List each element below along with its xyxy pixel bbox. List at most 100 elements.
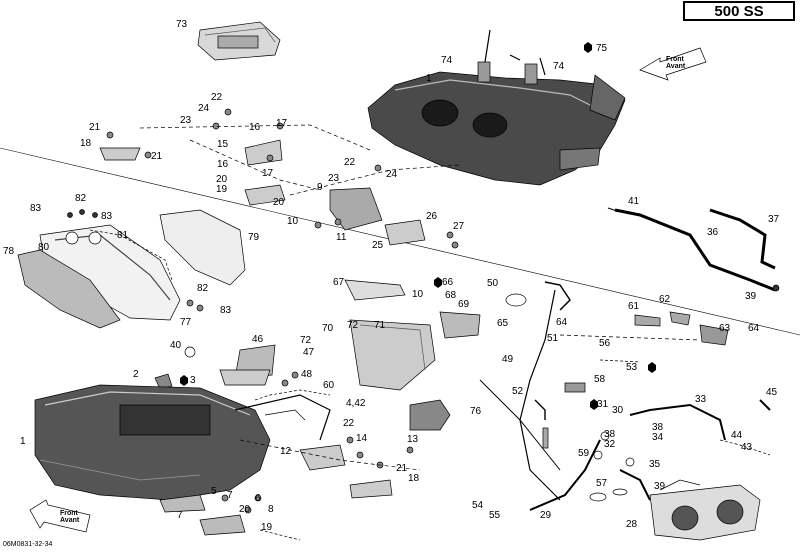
callout-label: 3 bbox=[190, 375, 196, 386]
callout-label: 1 bbox=[426, 73, 432, 84]
drawing-id: 06M0831-32-34 bbox=[3, 541, 53, 548]
callout-label: 9 bbox=[317, 182, 323, 193]
callout-label: 65 bbox=[497, 318, 509, 329]
callout-label: 35 bbox=[649, 459, 661, 470]
callout-label: 72 bbox=[347, 320, 359, 331]
callout-label: 83 bbox=[30, 203, 42, 214]
lower-bracket-drawings bbox=[159, 436, 421, 541]
callout-label: 54 bbox=[472, 500, 484, 511]
callout-label: 80 bbox=[38, 242, 50, 253]
callout-label: 23 bbox=[180, 115, 192, 126]
callout-label: 75 bbox=[596, 43, 608, 54]
callout-label: 20 bbox=[273, 197, 285, 208]
callout-label: 64 bbox=[556, 317, 568, 328]
callout-label: 18 bbox=[408, 473, 420, 484]
callout-label: 34 bbox=[652, 432, 664, 443]
callout-label: 17 bbox=[276, 118, 288, 129]
callout-label: 52 bbox=[512, 386, 524, 397]
callout-label: 15 bbox=[217, 139, 229, 150]
ecu-module-drawing bbox=[197, 21, 281, 61]
front-label-bottom: Front Avant bbox=[60, 510, 79, 524]
torque-markers bbox=[180, 42, 656, 410]
callout-label: 22 bbox=[343, 418, 355, 429]
callout-label: 5 bbox=[211, 486, 217, 497]
callout-label: 7 bbox=[227, 490, 233, 501]
front-label-bottom-fr: Avant bbox=[60, 517, 80, 524]
callout-label: 68 bbox=[445, 290, 457, 301]
callout-label: 21 bbox=[151, 151, 163, 162]
callout-label: 57 bbox=[596, 478, 608, 489]
callout-label: 14 bbox=[356, 433, 368, 444]
callout-label: 83 bbox=[101, 211, 113, 222]
callout-label: 32 bbox=[604, 439, 616, 450]
callout-label: 8 bbox=[268, 504, 274, 515]
callout-label: 1 bbox=[20, 436, 26, 447]
callout-label: 74 bbox=[441, 55, 453, 66]
callout-label: 79 bbox=[248, 232, 260, 243]
callout-label: 31 bbox=[597, 399, 609, 410]
callout-label: 28 bbox=[626, 519, 638, 530]
callout-label: 66 bbox=[442, 277, 454, 288]
callout-label: 58 bbox=[594, 374, 606, 385]
callout-label: 38 bbox=[652, 422, 664, 433]
callout-label: 11 bbox=[336, 232, 347, 243]
callout-label: 36 bbox=[707, 227, 719, 238]
callout-label: 82 bbox=[75, 193, 87, 204]
callout-label: 18 bbox=[80, 138, 92, 149]
callout-label: 78 bbox=[3, 246, 15, 257]
callout-label: 48 bbox=[301, 369, 313, 380]
callout-label: 76 bbox=[470, 406, 482, 417]
callout-label: 56 bbox=[599, 338, 611, 349]
callout-label: 74 bbox=[553, 61, 565, 72]
callout-label: 22 bbox=[344, 157, 356, 168]
front-label-top: Front Avant bbox=[666, 56, 685, 70]
front-arrow-bottom-drawing bbox=[29, 499, 91, 533]
callout-label: 62 bbox=[659, 294, 671, 305]
callout-label: 38 bbox=[604, 429, 616, 440]
callout-label: 27 bbox=[453, 221, 465, 232]
callout-label: 69 bbox=[458, 299, 470, 310]
callout-label: 77 bbox=[180, 317, 192, 328]
callout-label: 24 bbox=[386, 169, 398, 180]
callout-label: 23 bbox=[328, 173, 340, 184]
throttle-body-drawing bbox=[649, 479, 761, 541]
callout-label: 72 bbox=[300, 335, 312, 346]
front-label-top-fr: Avant bbox=[666, 63, 686, 70]
callout-label: 10 bbox=[287, 216, 299, 227]
callout-label: 20 bbox=[216, 174, 228, 185]
callout-label: 6 bbox=[255, 493, 261, 504]
callout-label: 21 bbox=[89, 122, 101, 133]
callout-label: 33 bbox=[695, 394, 707, 405]
callout-label: 40 bbox=[170, 340, 182, 351]
fuel-system-drawings bbox=[154, 279, 729, 393]
callout-label: 26 bbox=[426, 211, 438, 222]
upper-bracket-drawings bbox=[99, 108, 461, 249]
callout-label: 45 bbox=[766, 387, 778, 398]
callout-label: 81 bbox=[117, 230, 129, 241]
front-label-bottom-en: Front bbox=[60, 510, 78, 517]
callout-label: 16 bbox=[249, 122, 261, 133]
callout-label: 10 bbox=[412, 289, 424, 300]
throttle-cable-drawings bbox=[409, 289, 771, 511]
callout-label: 4,42 bbox=[346, 398, 366, 409]
callout-label: 12 bbox=[280, 446, 292, 457]
callout-label: 29 bbox=[540, 510, 552, 521]
callout-label: 61 bbox=[628, 301, 640, 312]
upper-engine-drawing bbox=[367, 29, 626, 186]
lower-engine-drawing bbox=[34, 384, 331, 501]
callout-label: 44 bbox=[731, 430, 743, 441]
callout-label: 64 bbox=[748, 323, 760, 334]
callout-label: 83 bbox=[220, 305, 232, 316]
callout-label: 63 bbox=[719, 323, 731, 334]
callout-label: 43 bbox=[741, 442, 753, 453]
callout-label: 24 bbox=[198, 103, 210, 114]
callout-label: 55 bbox=[489, 510, 501, 521]
callout-label: 49 bbox=[502, 354, 514, 365]
callout-label: 17 bbox=[262, 168, 274, 179]
callout-label: 82 bbox=[197, 283, 209, 294]
callout-label: 37 bbox=[768, 214, 780, 225]
callout-label: 7 bbox=[177, 510, 183, 521]
callout-label: 13 bbox=[407, 434, 419, 445]
